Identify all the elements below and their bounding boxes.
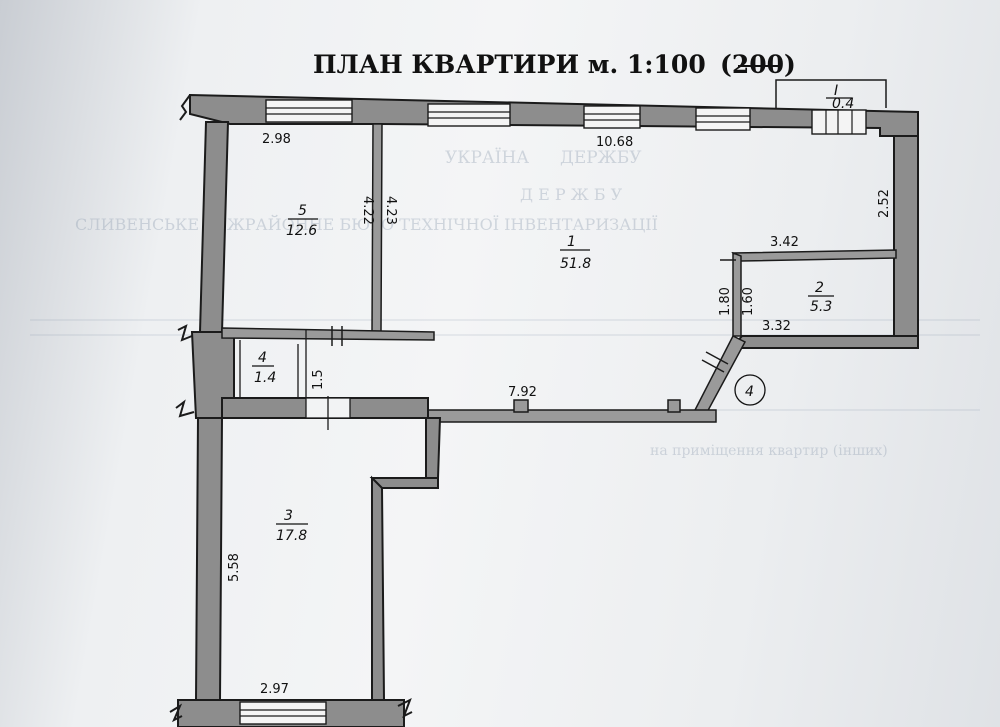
dim-room3-bottom: 2.97 bbox=[260, 682, 289, 697]
room2-area: 5.3 bbox=[810, 299, 832, 315]
wall-nub bbox=[513, 399, 529, 413]
roomI-number: I bbox=[834, 83, 838, 99]
room1-area: 51.8 bbox=[560, 256, 591, 272]
dim-right: 2.52 bbox=[877, 189, 892, 218]
marker-label: 4 bbox=[745, 384, 754, 400]
wall-diagonal bbox=[692, 334, 747, 417]
plan-title: ПЛАН КВАРТИРИ м. 1:100 (200) bbox=[313, 50, 796, 79]
room-label-1: 1 51.8 bbox=[560, 234, 591, 272]
room-label-I: I 0.4 bbox=[826, 83, 854, 112]
dimensions: 2.98 10.68 4.22 4.23 2.52 3.42 1.80 1.60… bbox=[227, 132, 892, 697]
window-room1-b bbox=[583, 105, 641, 129]
windows bbox=[239, 99, 867, 725]
wall-left-lower bbox=[194, 417, 224, 701]
wall-room2-top bbox=[731, 249, 897, 262]
room4-number: 4 bbox=[258, 350, 267, 366]
room3-number: 3 bbox=[284, 508, 293, 524]
dim-room5-height: 4.22 bbox=[360, 196, 375, 225]
room-label-4: 4 1.4 bbox=[252, 350, 276, 386]
wall-room2-bottom bbox=[729, 335, 919, 349]
doors bbox=[234, 259, 736, 430]
room3-area: 17.8 bbox=[276, 528, 307, 544]
svg-text:УКРАЇНА: УКРАЇНА bbox=[445, 147, 529, 168]
dim-room2-bottom: 3.32 bbox=[762, 319, 791, 334]
room2-number: 2 bbox=[815, 280, 824, 296]
room1-number: 1 bbox=[567, 234, 576, 250]
roomI-area: 0.4 bbox=[832, 96, 854, 112]
dim-room2-top: 3.42 bbox=[770, 235, 799, 250]
dim-room2-left-inner: 1.60 bbox=[741, 287, 756, 316]
dim-front: 10.68 bbox=[596, 135, 633, 150]
dim-corridor: 7.92 bbox=[508, 385, 537, 400]
wall-room5-bottom bbox=[221, 327, 435, 341]
room5-area: 12.6 bbox=[286, 223, 317, 239]
window-room5 bbox=[265, 99, 353, 123]
wall-room2-left bbox=[732, 251, 742, 337]
svg-text:ДЕРЖБУ: ДЕРЖБУ bbox=[560, 148, 642, 168]
room-label-3: 3 17.8 bbox=[276, 508, 308, 544]
dim-room4-height: 1.5 bbox=[311, 369, 326, 390]
title-text: ПЛАН КВАРТИРИ м. 1:100 bbox=[313, 50, 706, 79]
dim-room2-left-outer: 1.80 bbox=[718, 287, 733, 316]
wall-nub-2 bbox=[667, 399, 681, 413]
wall-left-upper bbox=[198, 121, 230, 333]
balcony-door bbox=[811, 109, 867, 135]
dim-room3-height: 5.58 bbox=[227, 553, 242, 582]
svg-text:Д Е Р Ж Б У: Д Е Р Ж Б У bbox=[520, 185, 623, 204]
dim-room5-top: 2.98 bbox=[262, 132, 291, 147]
svg-text:на приміщення квартир (інших): на приміщення квартир (інших) bbox=[650, 443, 888, 459]
room4-area: 1.4 bbox=[254, 370, 276, 386]
window-room1-a bbox=[427, 103, 511, 127]
title-struck-scale: (200) bbox=[720, 50, 796, 79]
room5-number: 5 bbox=[298, 203, 307, 219]
dim-room1-left: 4.23 bbox=[383, 196, 398, 225]
window-room3 bbox=[239, 701, 327, 725]
room-label-5: 5 12.6 bbox=[286, 203, 318, 239]
balcony-I bbox=[775, 79, 887, 108]
window-room1-c bbox=[695, 107, 751, 131]
wall-room5-room1 bbox=[371, 123, 383, 333]
marker-circle: 4 bbox=[734, 374, 766, 406]
wall-right bbox=[893, 135, 919, 349]
wall-room3-right-b bbox=[371, 475, 386, 701]
wall-room3-right-a bbox=[425, 417, 442, 479]
room-label-2: 2 5.3 bbox=[808, 280, 834, 315]
